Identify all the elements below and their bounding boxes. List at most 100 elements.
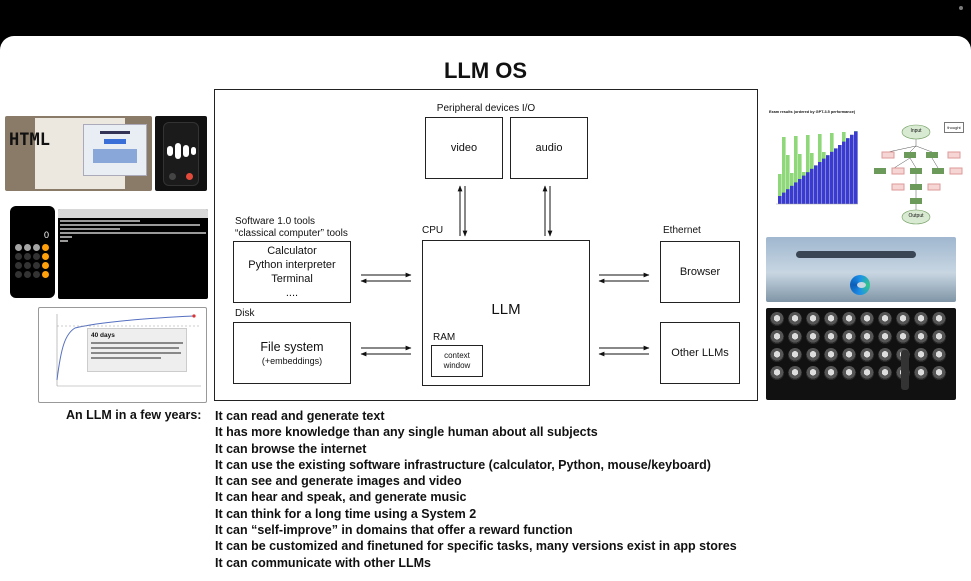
tree-diagram — [874, 124, 963, 225]
tool-ellipsis: .... — [285, 287, 299, 299]
ethernet-label: Ethernet — [663, 225, 701, 236]
slide-title: LLM OS — [443, 58, 528, 83]
tool-terminal: Terminal — [271, 273, 313, 285]
app-icon — [896, 312, 910, 326]
capability-item: It can be customized and finetuned for s… — [215, 539, 737, 554]
app-icon — [860, 366, 874, 380]
context-window-box: context window — [431, 345, 483, 377]
terminal-thumbnail — [58, 209, 208, 299]
exam-bar-blue — [778, 196, 782, 204]
alphago-callout: 40 days — [87, 328, 187, 372]
tool-calculator: Calculator — [267, 245, 317, 257]
app-icon — [932, 366, 946, 380]
exam-bar-blue — [786, 189, 790, 204]
capability-item: It can read and generate text — [215, 409, 385, 423]
slide: LLM OS — [0, 36, 971, 581]
app-icon — [842, 330, 856, 344]
exam-bar-blue — [794, 182, 798, 204]
app-icon — [788, 330, 802, 344]
other-llms-box: Other LLMs — [660, 322, 740, 384]
app-icon — [896, 330, 910, 344]
app-icon — [860, 348, 874, 362]
app-icon — [806, 312, 820, 326]
app-icon — [842, 348, 856, 362]
exam-bar-blue — [838, 145, 842, 204]
capabilities-lead: An LLM in a few years: — [66, 408, 202, 422]
exam-bar-blue — [842, 141, 846, 204]
llm-box: LLM RAM context window — [422, 240, 590, 386]
gpt-store-thumbnail — [766, 308, 956, 400]
exam-bar-blue — [782, 192, 786, 204]
exam-bar-blue — [830, 151, 834, 204]
exam-bar-blue — [850, 134, 854, 204]
video-box: video — [425, 117, 503, 179]
website-mockup — [83, 124, 147, 176]
exam-bar-green — [782, 137, 786, 204]
html-sketch-thumbnail: HTML — [5, 116, 152, 191]
capability-item: It can hear and speak, and generate musi… — [215, 490, 467, 505]
tool-python-interpreter: Python interpreter — [248, 259, 336, 271]
file-system-label: File system — [260, 340, 324, 354]
exam-bar-blue — [818, 162, 822, 204]
app-icon — [770, 312, 784, 326]
app-icon — [878, 330, 892, 344]
exam-bar-blue — [806, 172, 810, 204]
disk-label: Disk — [235, 308, 255, 319]
phone-voice-thumbnail — [155, 116, 207, 191]
app-icon — [932, 330, 946, 344]
app-icon — [788, 312, 802, 326]
app-icon — [878, 366, 892, 380]
capability-item: It can browse the internet — [215, 441, 367, 456]
exam-bars — [776, 131, 858, 205]
calculator-app-thumbnail: 0 — [10, 206, 55, 298]
app-icon — [770, 348, 784, 362]
llm-os-diagram: Peripheral devices I/O video audio Softw… — [214, 89, 758, 401]
app-icon-grid — [770, 312, 952, 380]
flow-output-label: Output — [908, 213, 924, 219]
exam-bar-green — [794, 136, 798, 204]
exam-bar-blue — [822, 158, 826, 204]
audio-label: audio — [535, 142, 563, 154]
exam-bar-green — [806, 135, 810, 204]
app-icon — [824, 330, 838, 344]
exam-bar-blue — [798, 179, 802, 204]
html-label: HTML — [9, 130, 50, 150]
app-icon — [860, 330, 874, 344]
app-icon — [914, 348, 928, 362]
software-tools-label: Software 1.0 tools “classical computer” … — [235, 216, 348, 240]
app-icon — [806, 330, 820, 344]
app-icon — [914, 312, 928, 326]
app-icon — [914, 330, 928, 344]
window-dot — [959, 6, 963, 10]
flow-input-label: Input — [910, 128, 922, 134]
exam-bar-blue — [810, 168, 814, 204]
app-icon — [824, 366, 838, 380]
tools-box: Calculator Python interpreter Terminal .… — [233, 241, 351, 303]
app-icon — [788, 348, 802, 362]
other-llms-label: Other LLMs — [671, 347, 729, 359]
embeddings-label: (+embeddings) — [261, 356, 323, 366]
software-tools-label-line1: Software 1.0 tools — [235, 216, 316, 227]
app-icon — [860, 312, 874, 326]
presenter-figure — [901, 350, 909, 390]
exam-chart-title: Exam results (ordered by GPT-3.5 perform… — [769, 110, 856, 114]
peripheral-devices-label: Peripheral devices I/O — [436, 103, 536, 114]
capability-item: It can “self-improve” in domains that of… — [215, 523, 573, 538]
app-icon — [878, 312, 892, 326]
app-icon — [842, 312, 856, 326]
exam-bar-blue — [854, 131, 858, 204]
capability-item: It can see and generate images and video — [215, 474, 462, 489]
capability-item: It has more knowledge than any single hu… — [215, 425, 598, 440]
capabilities-list: It can read and generate text It has mor… — [215, 408, 737, 571]
app-icon — [770, 366, 784, 380]
app-icon — [932, 348, 946, 362]
edge-browser-thumbnail — [766, 237, 956, 302]
browser-label: Browser — [679, 266, 721, 278]
ram-label: RAM — [433, 332, 456, 343]
alphago-chart-thumbnail: 40 days — [38, 307, 207, 403]
connector-arrows — [360, 185, 650, 357]
context-window-line1: context — [444, 351, 470, 360]
capability-item: It can communicate with other LLMs — [215, 555, 431, 570]
llm-label: LLM — [491, 301, 521, 318]
app-icon — [914, 366, 928, 380]
